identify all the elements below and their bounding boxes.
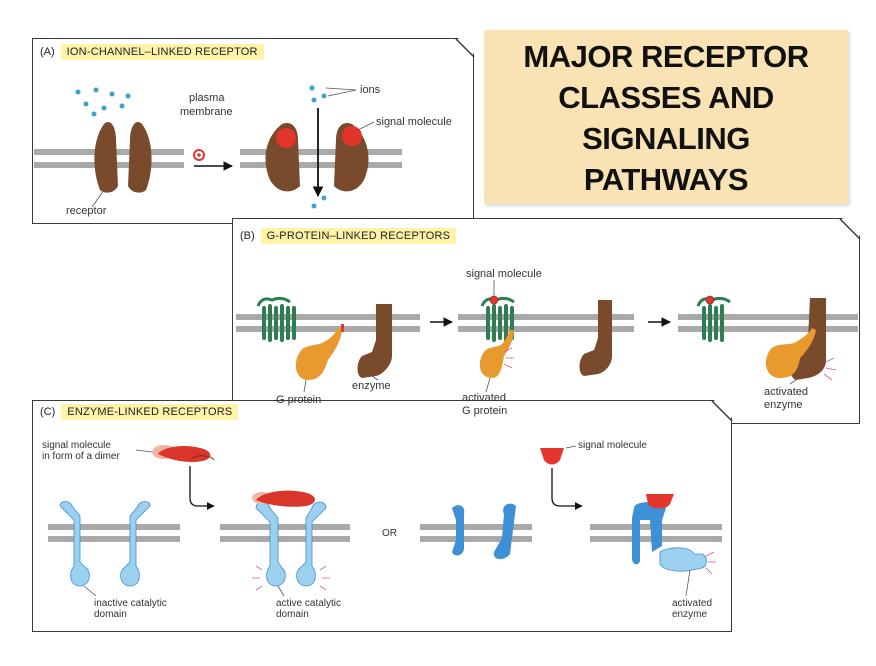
open-ion-channel [265,122,369,192]
panel-b-title: G-PROTEIN–LINKED RECEPTORS [260,228,457,244]
label-activated-c-2: enzyme [672,609,708,620]
ions-flowing [309,85,327,209]
label-activated-enzyme-2: enzyme [764,399,803,411]
blue-receptor-pair [452,503,516,560]
panel-a-title: ION-CHANNEL–LINKED RECEPTOR [60,44,264,60]
activation-glow-2 [823,357,837,381]
bound-signal-right [342,126,362,146]
panel-c-arrow-1 [189,466,215,510]
gpcr-signal-molecule [489,295,499,305]
label-active-2: domain [276,609,309,620]
label-plasma: plasma [189,92,225,104]
panel-a-letter: (A) [40,46,55,58]
signal-dimer [152,445,215,462]
label-enzyme: enzyme [352,380,391,392]
activated-enzyme-glow [705,551,716,575]
g-protein-1 [295,328,342,380]
panel-b-heading: (B) G-PROTEIN–LINKED RECEPTORS [240,228,457,244]
label-signal-molecule-b: signal molecule [466,268,542,280]
bound-dimer [252,490,315,507]
panel-b-membranes [236,314,858,332]
activated-enzyme-receptor [632,494,707,572]
g-protein-bound [765,328,816,378]
panel-c-leaders [83,445,691,597]
enzyme-2 [579,300,612,376]
closed-ion-channel [94,121,152,193]
bound-signal-left [276,128,296,148]
label-inactive-1: inactive catalytic [94,598,167,609]
title-line-4: PATHWAYS [583,162,749,197]
panel-c-frame [32,400,732,632]
gpcr-receptor-3 [696,296,731,342]
panel-b-letter: (B) [240,230,255,242]
extracellular-ions [75,87,131,117]
label-g-protein: G protein [276,394,322,406]
label-activated-g-1: activated [462,392,507,404]
label-ions: ions [360,84,381,96]
title-line-3: SIGNALING [582,121,750,156]
label-signal-molecule-c: signal molecule [578,440,647,451]
gpcr-receptor-1 [256,296,296,342]
label-inactive-2: domain [94,609,127,620]
label-activated-c-1: activated [672,598,713,609]
gpcr-receptor-2 [480,296,515,342]
title-line-1: MAJOR RECEPTOR [523,39,809,74]
panel-b-frame [232,218,860,424]
panel-c-heading: (C) ENZYME-LINKED RECEPTORS [40,404,239,420]
activated-g-protein [479,330,514,378]
panel-corner-cuts [455,38,862,422]
label-activated-g-2: G protein [462,405,508,417]
panel-a-leaders [91,87,375,208]
page-title: MAJOR RECEPTOR CLASSES AND SIGNALING PAT… [484,36,848,200]
panel-c-letter: (C) [40,406,56,418]
label-active-1: active catalytic [276,598,342,609]
catalytic-glow [252,565,330,591]
title-card [484,30,848,204]
active-receptor-pair [255,501,327,587]
label-signal-dimer-1: signal molecule [42,440,111,451]
label-signal-dimer-2: in form of a dimer [42,451,120,462]
enzyme-1 [357,304,392,378]
label-receptor: receptor [66,205,107,217]
title-line-2: CLASSES AND [558,80,774,115]
panel-a-heading: (A) ION-CHANNEL–LINKED RECEPTOR [40,44,264,60]
label-membrane: membrane [180,106,233,118]
signal-molecule-monomer [540,448,564,465]
panel-c-arrow-2 [551,468,583,510]
label-or: OR [382,528,397,539]
activation-glow-1 [503,347,514,369]
panel-c-title: ENZYME-LINKED RECEPTORS [61,404,239,420]
panel-b-leaders [303,375,797,393]
inactive-receptor-pair [59,501,151,587]
label-signal-molecule-a: signal molecule [376,116,452,128]
label-activated-enzyme-1: activated [764,386,809,398]
